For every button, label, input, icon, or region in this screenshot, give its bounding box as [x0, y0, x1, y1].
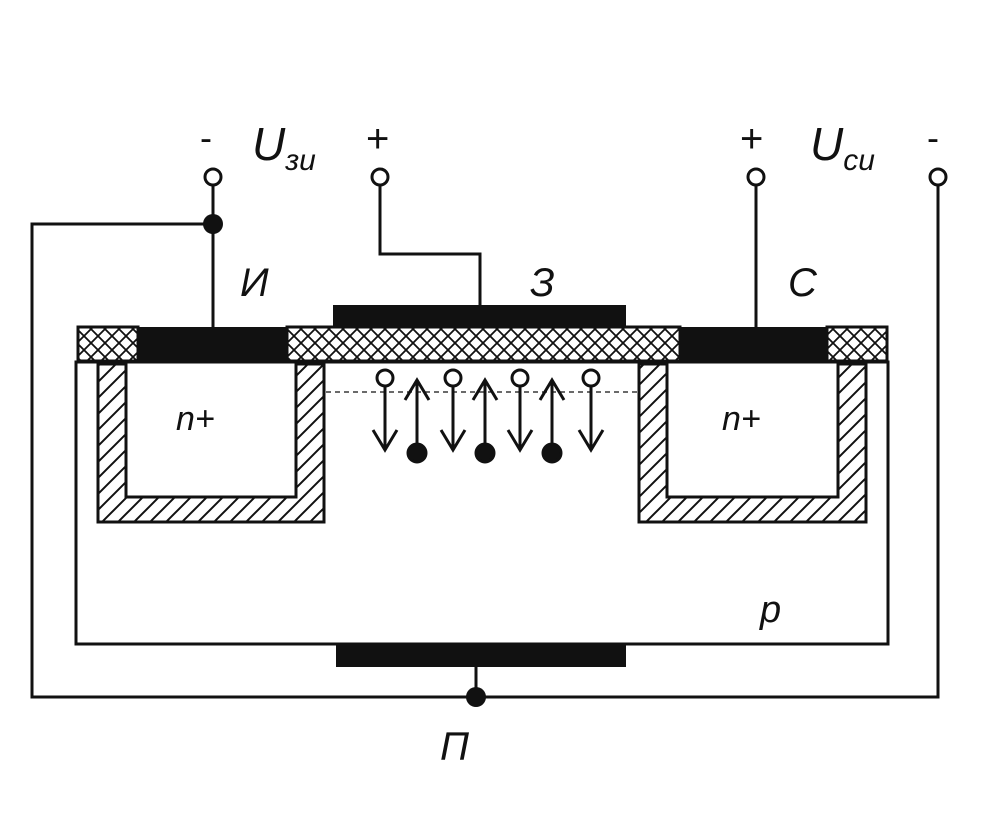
substrate-region-label: p	[759, 589, 781, 631]
hole-carrier	[506, 368, 534, 453]
ugs-subscript: зи	[284, 144, 316, 177]
drain-well	[637, 362, 868, 524]
hole-carrier	[371, 368, 399, 453]
ugs-label: Uзи	[252, 118, 316, 177]
drain-contact	[680, 327, 827, 361]
substrate-terminal-label: П	[440, 725, 470, 769]
substrate-contact	[336, 645, 626, 667]
electron-carrier	[538, 377, 566, 464]
ugs-plus-sign: +	[366, 117, 389, 161]
source-region-label: n+	[176, 400, 215, 438]
uds-label: Uси	[810, 118, 875, 177]
hole-carrier	[577, 368, 605, 453]
hole-carrier	[439, 368, 467, 453]
uds-minus-sign: -	[927, 117, 939, 158]
electron-carrier	[403, 377, 431, 464]
terminal-circles	[203, 167, 948, 187]
source-label: И	[240, 261, 269, 305]
uds-name: U	[810, 118, 844, 170]
gate-label: З	[530, 261, 555, 305]
ugs-minus-sign: -	[200, 117, 212, 158]
drain-region-label: n+	[722, 400, 761, 438]
drain-label: С	[788, 261, 818, 305]
electron-carrier	[471, 377, 499, 464]
substrate-junction-dot	[466, 687, 486, 707]
carriers	[371, 368, 605, 464]
uds-plus-sign: +	[740, 117, 763, 161]
wires	[30, 184, 940, 699]
source-contact	[138, 327, 287, 361]
source-well	[96, 362, 326, 524]
ugs-name: U	[252, 118, 286, 170]
uds-subscript: си	[843, 144, 875, 177]
gate-electrode	[333, 305, 626, 327]
source-junction-dot	[203, 214, 223, 234]
